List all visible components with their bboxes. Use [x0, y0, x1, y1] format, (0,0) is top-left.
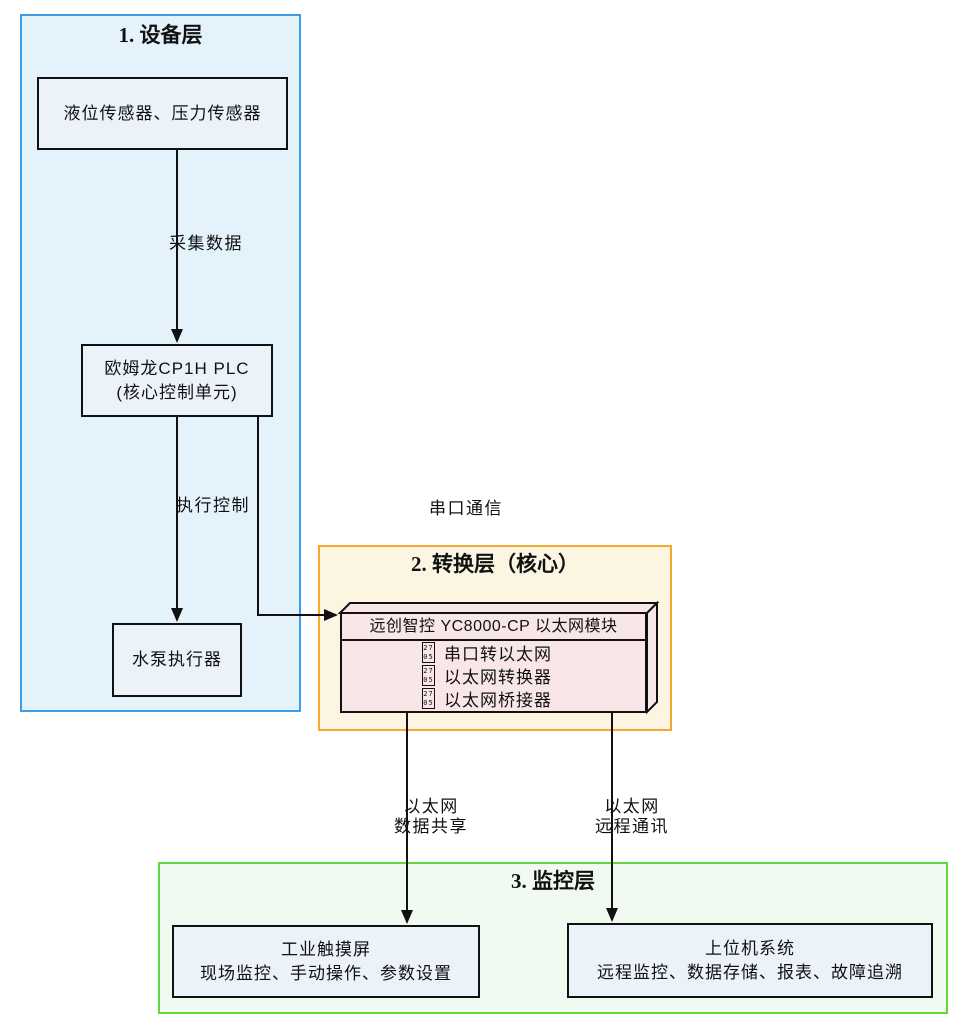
missing-glyph-top: 27 — [423, 643, 434, 652]
edge-label-execute-control: 执行控制 — [176, 496, 250, 515]
node-touchscreen: 工业触摸屏 现场监控、手动操作、参数设置 — [172, 925, 480, 998]
edge-label-ethernet-data-sharing: 以太网 数据共享 — [390, 797, 472, 837]
node-touchscreen-line1: 工业触摸屏 — [281, 939, 371, 959]
node-ethernet-module: 远创智控 YC8000-CP 以太网模块 27 05 串口转以太网 27 05 … — [340, 612, 647, 713]
missing-glyph-icon: 27 05 — [422, 665, 435, 686]
node-pump-label: 水泵执行器 — [132, 650, 222, 669]
node-plc-line2: (核心控制单元) — [116, 382, 238, 402]
module-feature-row: 27 05 串口转以太网 — [342, 641, 645, 664]
node-plc: 欧姆龙CP1H PLC (核心控制单元) — [81, 344, 273, 417]
node-touchscreen-line2: 现场监控、手动操作、参数设置 — [200, 963, 452, 983]
edge-label-line1: 以太网 — [604, 797, 660, 816]
connector-plc-to-module — [257, 417, 338, 621]
module-feature-label: 以太网转换器 — [444, 668, 552, 687]
module-feature-label: 串口转以太网 — [444, 645, 552, 664]
node-host-system: 上位机系统 远程监控、数据存储、报表、故障追溯 — [567, 923, 933, 998]
missing-glyph-icon: 27 05 — [422, 688, 435, 709]
module-feature-row: 27 05 以太网桥接器 — [342, 687, 645, 710]
missing-glyph-top: 27 — [423, 666, 434, 675]
missing-glyph-bottom: 05 — [423, 652, 434, 661]
node-sensors: 液位传感器、压力传感器 — [37, 77, 288, 150]
missing-glyph-bottom: 05 — [423, 675, 434, 684]
module-feature-row: 27 05 以太网转换器 — [342, 664, 645, 687]
module-right-face — [646, 600, 658, 715]
node-host-line1: 上位机系统 — [705, 938, 795, 958]
missing-glyph-top: 27 — [423, 689, 434, 698]
edge-label-line2: 远程通讯 — [595, 817, 669, 836]
node-pump: 水泵执行器 — [112, 623, 242, 697]
monitor-layer-title: 3. 监控层 — [511, 869, 595, 893]
device-layer-title: 1. 设备层 — [118, 23, 203, 47]
missing-glyph-bottom: 05 — [423, 698, 434, 707]
module-title: 远创智控 YC8000-CP 以太网模块 — [342, 614, 645, 641]
edge-label-serial-comm: 串口通信 — [429, 499, 503, 518]
edge-label-collect-data: 采集数据 — [169, 234, 243, 253]
edge-label-line1: 以太网 — [403, 797, 459, 816]
node-plc-line1: 欧姆龙CP1H PLC — [104, 358, 250, 378]
node-sensors-label: 液位传感器、压力传感器 — [63, 103, 262, 123]
conversion-layer-title: 2. 转换层（核心） — [411, 552, 579, 576]
edge-label-ethernet-remote-comm: 以太网 远程通讯 — [591, 797, 673, 837]
missing-glyph-icon: 27 05 — [422, 642, 435, 663]
module-feature-label: 以太网桥接器 — [444, 691, 552, 710]
node-host-line2: 远程监控、数据存储、报表、故障追溯 — [597, 962, 903, 982]
edge-label-line2: 数据共享 — [394, 817, 468, 836]
